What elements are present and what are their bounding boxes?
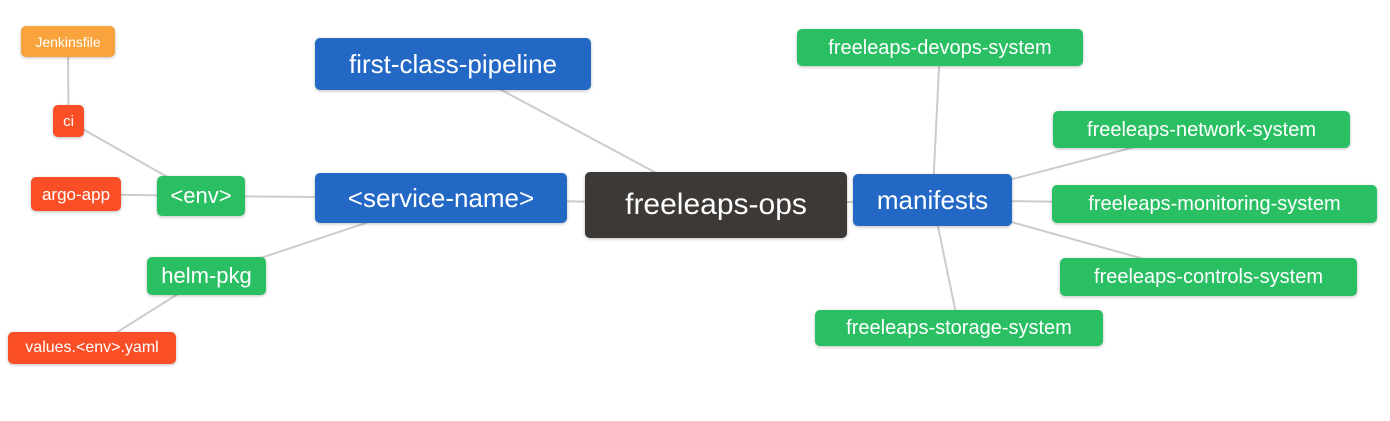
node-env[interactable]: <env> <box>157 176 245 216</box>
node-values-env-yaml[interactable]: values.<env>.yaml <box>8 332 176 364</box>
node-first-class-pipeline[interactable]: first-class-pipeline <box>315 38 591 90</box>
node-monitoring-system[interactable]: freeleaps-monitoring-system <box>1052 185 1377 223</box>
node-helm-pkg[interactable]: helm-pkg <box>147 257 266 295</box>
node-storage-system[interactable]: freeleaps-storage-system <box>815 310 1103 346</box>
node-manifests[interactable]: manifests <box>853 174 1012 226</box>
node-ci[interactable]: ci <box>53 105 84 137</box>
node-freeleaps-ops[interactable]: freeleaps-ops <box>585 172 847 238</box>
node-network-system[interactable]: freeleaps-network-system <box>1053 111 1350 148</box>
node-devops-system[interactable]: freeleaps-devops-system <box>797 29 1083 66</box>
node-jenkinsfile[interactable]: Jenkinsfile <box>21 26 115 57</box>
node-service-name[interactable]: <service-name> <box>315 173 567 223</box>
node-argo-app[interactable]: argo-app <box>31 177 121 211</box>
node-controls-system[interactable]: freeleaps-controls-system <box>1060 258 1357 296</box>
